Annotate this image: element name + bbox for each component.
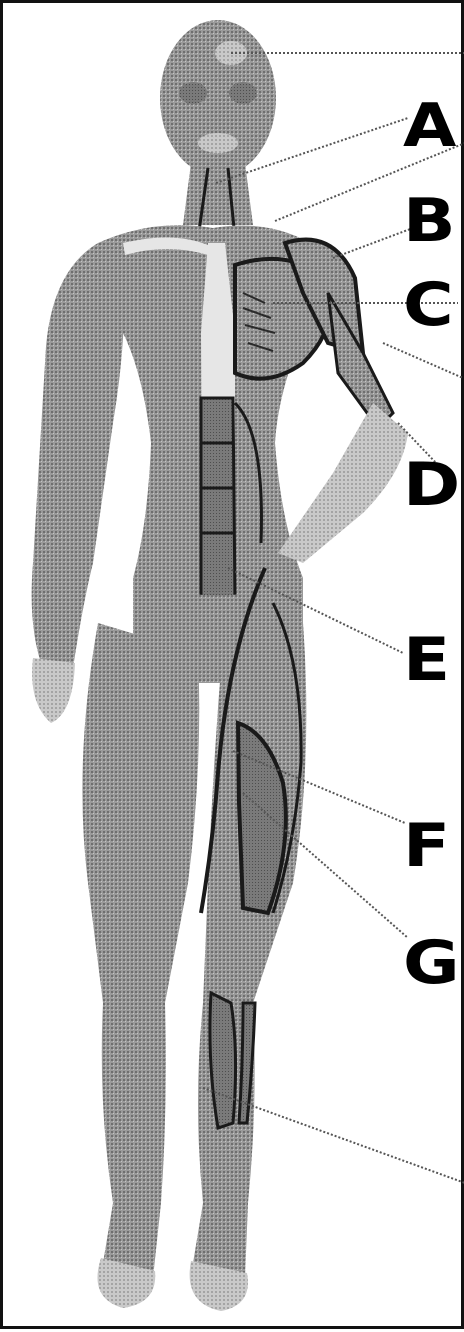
label-f: F <box>403 816 450 876</box>
hand-left <box>32 658 75 723</box>
forearm-akimbo <box>278 403 408 563</box>
neck <box>183 163 253 225</box>
label-a: A <box>403 96 456 156</box>
shin-muscle <box>210 993 255 1128</box>
leader-line-b <box>333 228 413 258</box>
leader-line-d <box>383 343 463 378</box>
arm-left <box>32 243 125 668</box>
leg-right <box>193 623 306 1278</box>
label-g: G <box>403 933 460 993</box>
muscular-system-figure <box>3 3 464 1332</box>
label-d: D <box>403 455 460 515</box>
label-c: C <box>403 275 454 335</box>
label-b: B <box>403 191 456 251</box>
label-e: E <box>403 630 450 690</box>
leg-left <box>82 623 199 1278</box>
head <box>160 20 276 176</box>
left-abdominals <box>153 398 198 603</box>
